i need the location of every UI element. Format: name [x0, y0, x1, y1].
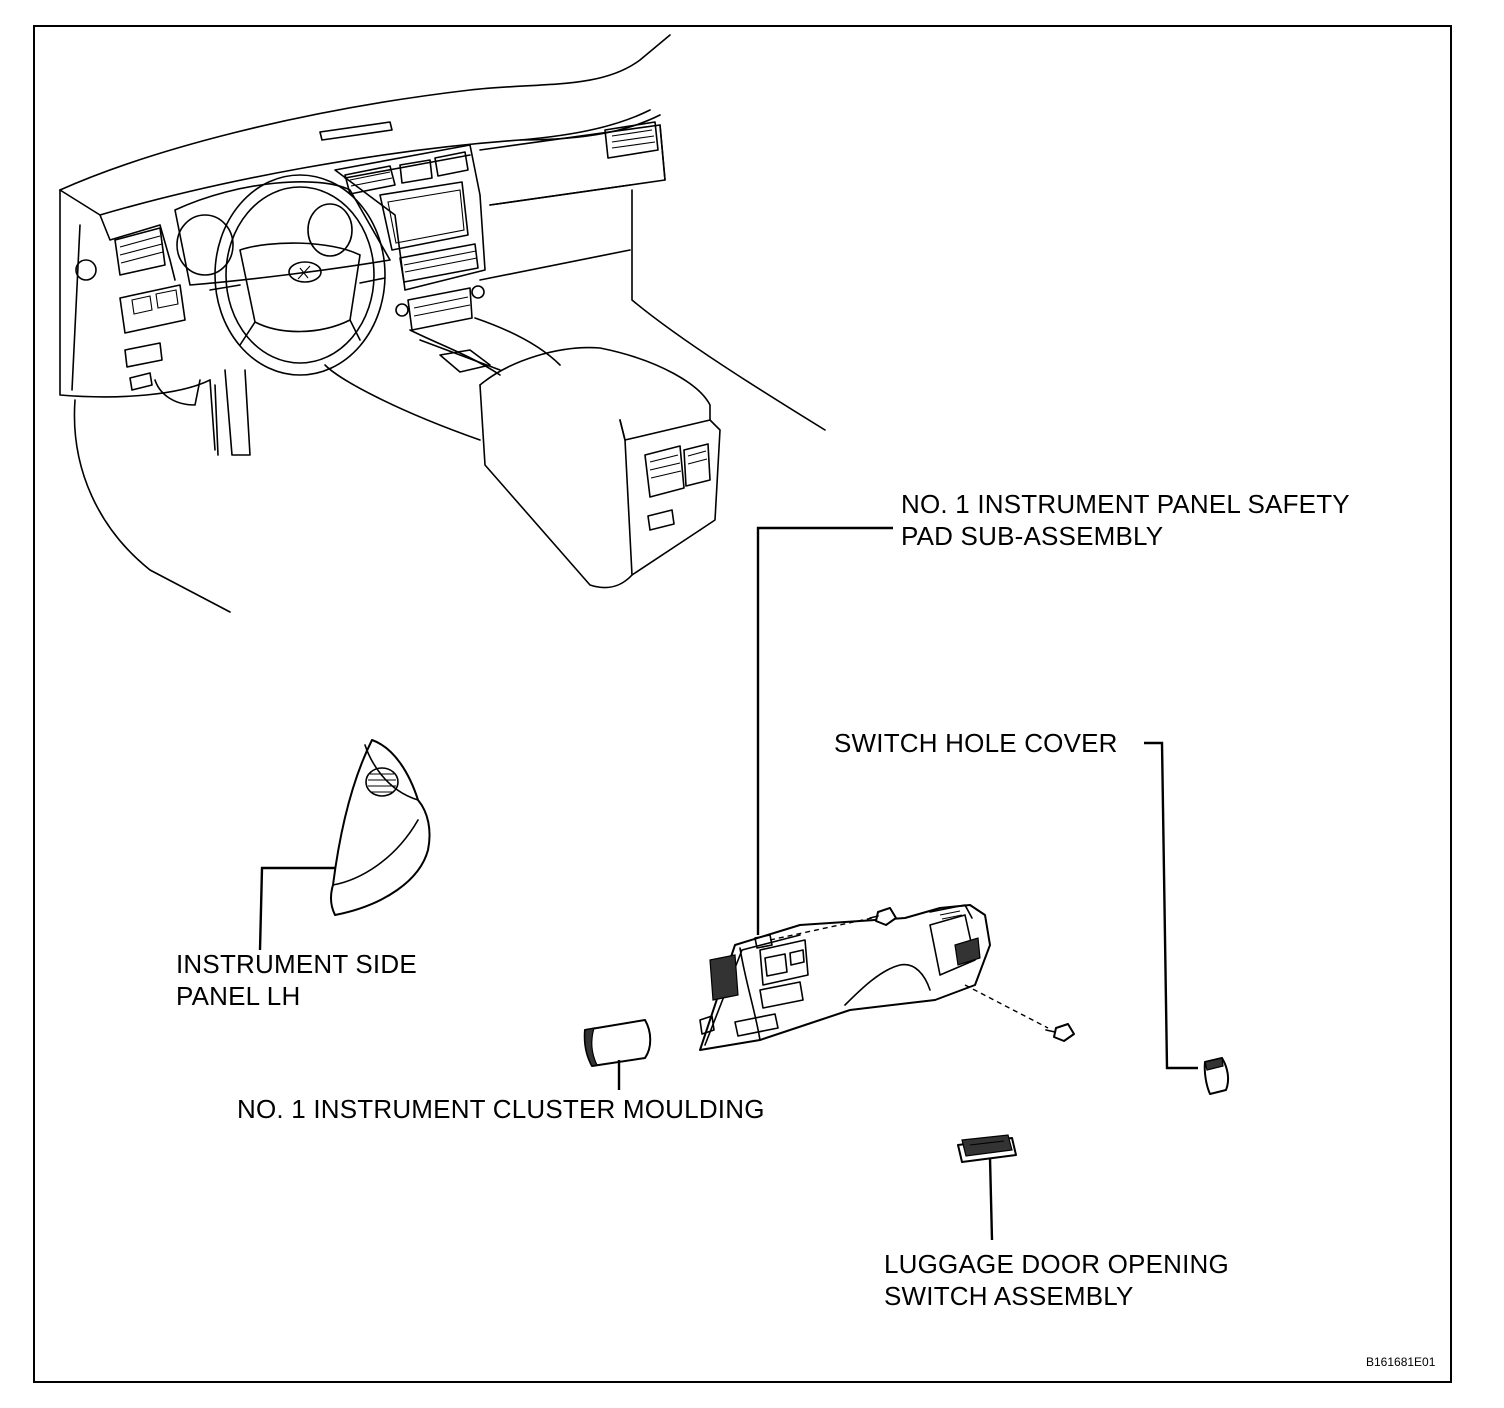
safety-pad-label-line1: NO. 1 INSTRUMENT PANEL SAFETY	[901, 489, 1350, 519]
cluster-moulding-part	[583, 1019, 652, 1067]
switch-hole-cover-label: SWITCH HOLE COVER	[834, 728, 1118, 758]
luggage-switch-label: LUGGAGE DOOR OPENING SWITCH ASSEMBLY	[884, 1248, 1229, 1312]
instrument-side-panel-part	[329, 739, 431, 916]
luggage-switch-leader	[988, 1157, 994, 1241]
luggage-switch-label-line1: LUGGAGE DOOR OPENING	[884, 1249, 1229, 1279]
safety-pad-label-line2: PAD SUB-ASSEMBLY	[901, 521, 1164, 551]
switch-hole-cover-part	[1203, 1057, 1230, 1095]
screw-lower	[1045, 1023, 1075, 1042]
side-panel-label: INSTRUMENT SIDE PANEL LH	[176, 948, 417, 1012]
side-panel-label-line1: INSTRUMENT SIDE	[176, 949, 417, 979]
safety-pad-leader	[756, 526, 893, 935]
luggage-switch-label-line2: SWITCH ASSEMBLY	[884, 1281, 1134, 1311]
screw-upper	[869, 907, 897, 926]
figure-code: B161681E01	[1366, 1355, 1436, 1369]
cluster-moulding-label: NO. 1 INSTRUMENT CLUSTER MOULDING	[237, 1094, 765, 1124]
luggage-switch-part	[957, 1134, 1017, 1163]
diagram-frame	[33, 25, 1452, 1383]
side-panel-leader	[258, 866, 336, 951]
safety-pad-label: NO. 1 INSTRUMENT PANEL SAFETY PAD SUB-AS…	[901, 488, 1350, 552]
safety-pad-part	[699, 904, 991, 1051]
switch-hole-cover-leader	[1144, 741, 1198, 1070]
side-panel-label-line2: PANEL LH	[176, 981, 301, 1011]
dashboard-overview	[59, 34, 826, 613]
screw-lower-leader	[964, 984, 1049, 1029]
